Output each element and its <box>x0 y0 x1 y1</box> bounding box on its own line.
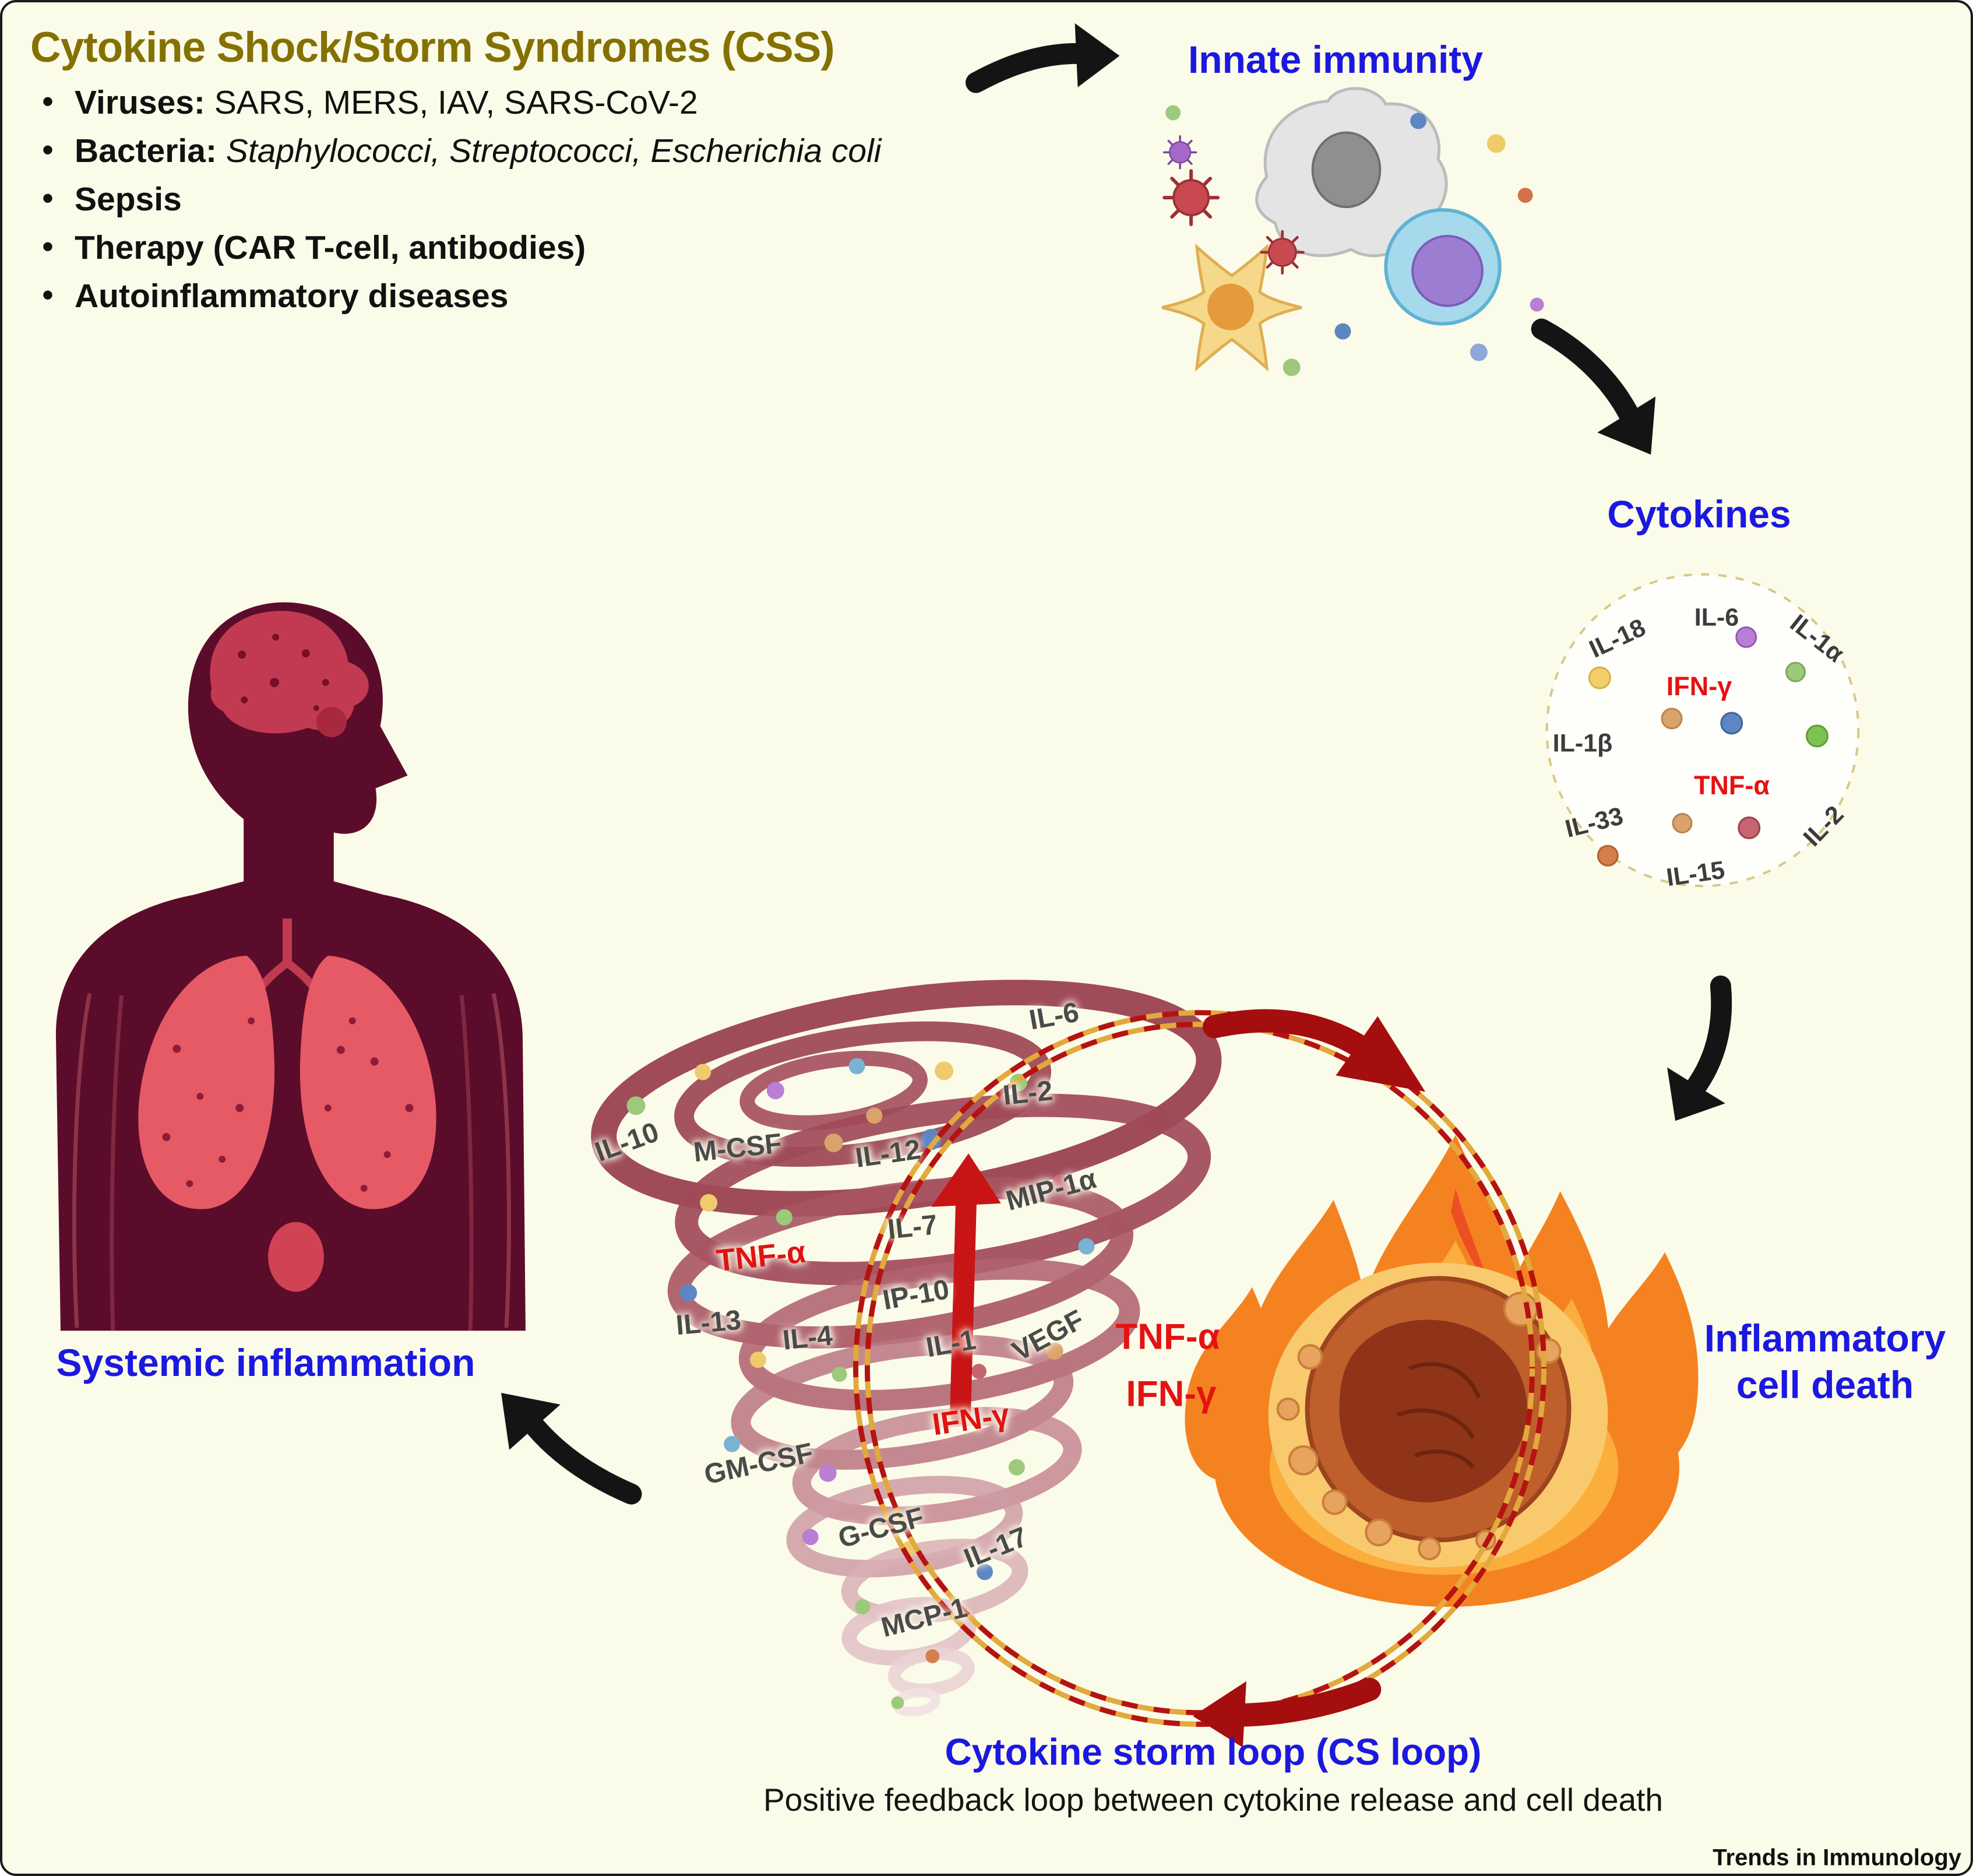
journal-name: Trends in Immunology <box>1713 1845 1961 1871</box>
innate-immunity-label: Innate immunity <box>1188 38 1484 81</box>
arrow-tornado-to-systemic-inflammation <box>501 1393 642 1505</box>
cs-loop-subtitle: Positive feedback loop between cytokine … <box>763 1782 1664 1818</box>
loop-arrow-cell-death-feedback <box>1193 1677 1382 1748</box>
cause-label: Therapy (CAR T-cell, antibodies) <box>75 229 586 266</box>
cause-viruses: Viruses: SARS, MERS, IAV, SARS-CoV-2 <box>30 82 1137 122</box>
cytokine-label-tnfa: TNF-α <box>1693 770 1770 800</box>
arrow-css-to-innate-immunity <box>966 23 1120 93</box>
dying-cell <box>1268 1262 1608 1568</box>
inflammatory-cell-death-illustration <box>1185 1135 1699 1607</box>
cause-detail: Staphylococci, Streptococci, Escherichia… <box>226 132 882 170</box>
cytokine-dot <box>1738 816 1761 839</box>
human-silhouette <box>55 602 526 1331</box>
cytokine-label-il1b: IL-1β <box>1552 729 1613 758</box>
virus-particle <box>1260 230 1305 275</box>
cytokine-dot <box>1785 661 1806 682</box>
cytokine-tornado <box>591 980 1222 1717</box>
brain-illustration <box>210 611 369 737</box>
cause-bacteria: Bacteria: Staphylococci, Streptococci, E… <box>30 131 1137 170</box>
inflammatory-cell-death-label-line1: Inflammatory <box>1704 1317 1946 1360</box>
tornado-label-il13: IL-13 <box>674 1304 743 1342</box>
dendritic-cell <box>1161 243 1302 372</box>
macrophage-cell <box>1255 87 1448 258</box>
cytokine-dot <box>1720 712 1743 735</box>
kidney-illustration <box>268 1222 324 1292</box>
cytokine-cluster <box>1545 573 1860 888</box>
lymphocyte-cell <box>1384 208 1502 326</box>
lung-speckles <box>162 1017 414 1192</box>
cytokine-dot <box>1735 626 1757 648</box>
virus-particle <box>1162 135 1197 170</box>
cause-autoinflammatory: Autoinflammatory diseases <box>30 276 1137 315</box>
tornado-label-il2: IL-2 <box>1001 1075 1055 1111</box>
tornado-label-il7: IL-7 <box>886 1209 939 1245</box>
cytokine-dot <box>1805 724 1828 748</box>
cytokines-label: Cytokines <box>1607 492 1791 536</box>
cause-therapy: Therapy (CAR T-cell, antibodies) <box>30 227 1137 267</box>
cytokine-dot <box>1597 844 1619 867</box>
css-causes-list: Viruses: SARS, MERS, IAV, SARS-CoV-2 Bac… <box>30 82 1137 315</box>
tornado-feedback-up-arrow <box>931 1153 1001 1424</box>
tornado-label-il4: IL-4 <box>781 1320 834 1356</box>
lungs-illustration <box>138 918 436 1209</box>
cause-label: Viruses: <box>75 84 205 121</box>
cytokine-dot <box>1661 708 1683 730</box>
innate-immune-cells <box>1161 87 1544 376</box>
cytokine-label-il6: IL-6 <box>1694 603 1739 632</box>
cytokine-dot <box>1588 666 1611 689</box>
cause-label: Autoinflammatory diseases <box>75 277 509 315</box>
cytokine-label-ifng: IFN-γ <box>1666 671 1732 701</box>
flame-streak <box>1451 1188 1491 1293</box>
virus-particle <box>1162 169 1220 227</box>
figure-title: Cytokine Shock/Storm Syndromes (CSS) <box>30 24 835 71</box>
loop-arrow-cytokine-release <box>1203 1009 1426 1092</box>
cause-label: Sepsis <box>75 181 182 218</box>
loop-tnf-label: TNF-α <box>1115 1317 1220 1357</box>
loop-ifn-label: IFN-γ <box>1126 1374 1217 1414</box>
systemic-inflammation-label: Systemic inflammation <box>56 1341 475 1384</box>
cytokine-cluster-dashed-circle <box>1545 573 1860 888</box>
inflammatory-cell-death-label-line2: cell death <box>1736 1363 1914 1406</box>
cytokine-dot <box>1672 813 1693 833</box>
css-causes-panel: Cytokine Shock/Storm Syndromes (CSS) Vir… <box>30 23 1137 325</box>
arrow-cytokines-to-cell-death <box>1667 975 1732 1121</box>
tornado-cytokine-dots <box>626 1058 1095 1709</box>
cause-label: Bacteria: <box>75 132 217 170</box>
cause-detail: SARS, MERS, IAV, SARS-CoV-2 <box>214 84 698 121</box>
cause-sepsis: Sepsis <box>30 179 1137 219</box>
arrow-innate-to-cytokines <box>1531 318 1656 455</box>
cytokine-dots-around-cells <box>1165 105 1544 376</box>
cs-loop-title: Cytokine storm loop (CS loop) <box>945 1731 1482 1773</box>
